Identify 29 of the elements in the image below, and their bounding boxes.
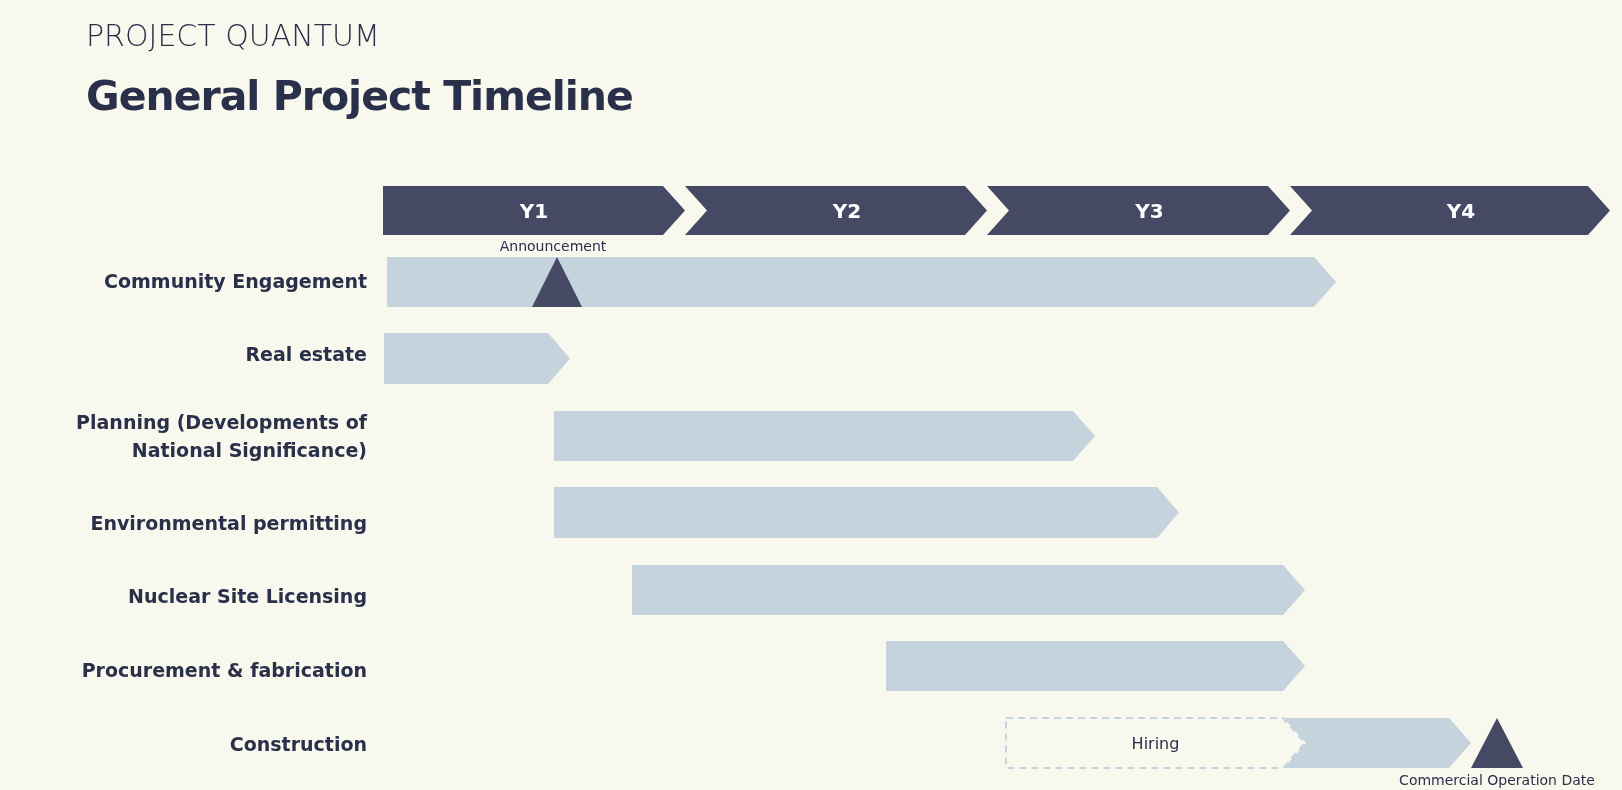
- title: General Project Timeline: [86, 72, 633, 120]
- year-label: Y4: [1445, 197, 1477, 225]
- timeline-bar: [886, 641, 1305, 691]
- milestone-label: Commercial Operation Date: [1399, 772, 1595, 788]
- timeline-bar: [384, 333, 570, 384]
- row-label: Planning (Developments of National Significance): [75, 410, 367, 463]
- row-label: Environmental permitting: [90, 511, 367, 537]
- milestone-label: Announcement: [499, 238, 607, 254]
- row-label: Construction: [229, 732, 367, 758]
- year-label: Y1: [518, 197, 550, 225]
- year-label: Y3: [1134, 197, 1165, 225]
- row-label: Community Engagement: [104, 269, 367, 295]
- year-header-band: [987, 186, 1290, 235]
- phase-label: Hiring: [1130, 732, 1181, 755]
- timeline-bar: [387, 257, 1336, 307]
- timeline-bar: [554, 411, 1095, 461]
- timeline-bar: [554, 487, 1179, 538]
- timeline-bar: [632, 565, 1305, 615]
- year-header-band: [685, 186, 987, 235]
- row-label: Real estate: [245, 342, 367, 368]
- row-label: Nuclear Site Licensing: [128, 584, 367, 610]
- subtitle: PROJECT QUANTUM: [86, 18, 380, 53]
- row-label: Procurement & fabrication: [81, 658, 367, 684]
- milestone-triangle: [532, 257, 582, 307]
- year-header-band: [1290, 186, 1610, 235]
- year-label: Y2: [831, 197, 863, 225]
- timeline-bar: [1284, 718, 1471, 768]
- year-header-band: [383, 186, 685, 235]
- dashed-timeline-bar: [1006, 718, 1305, 768]
